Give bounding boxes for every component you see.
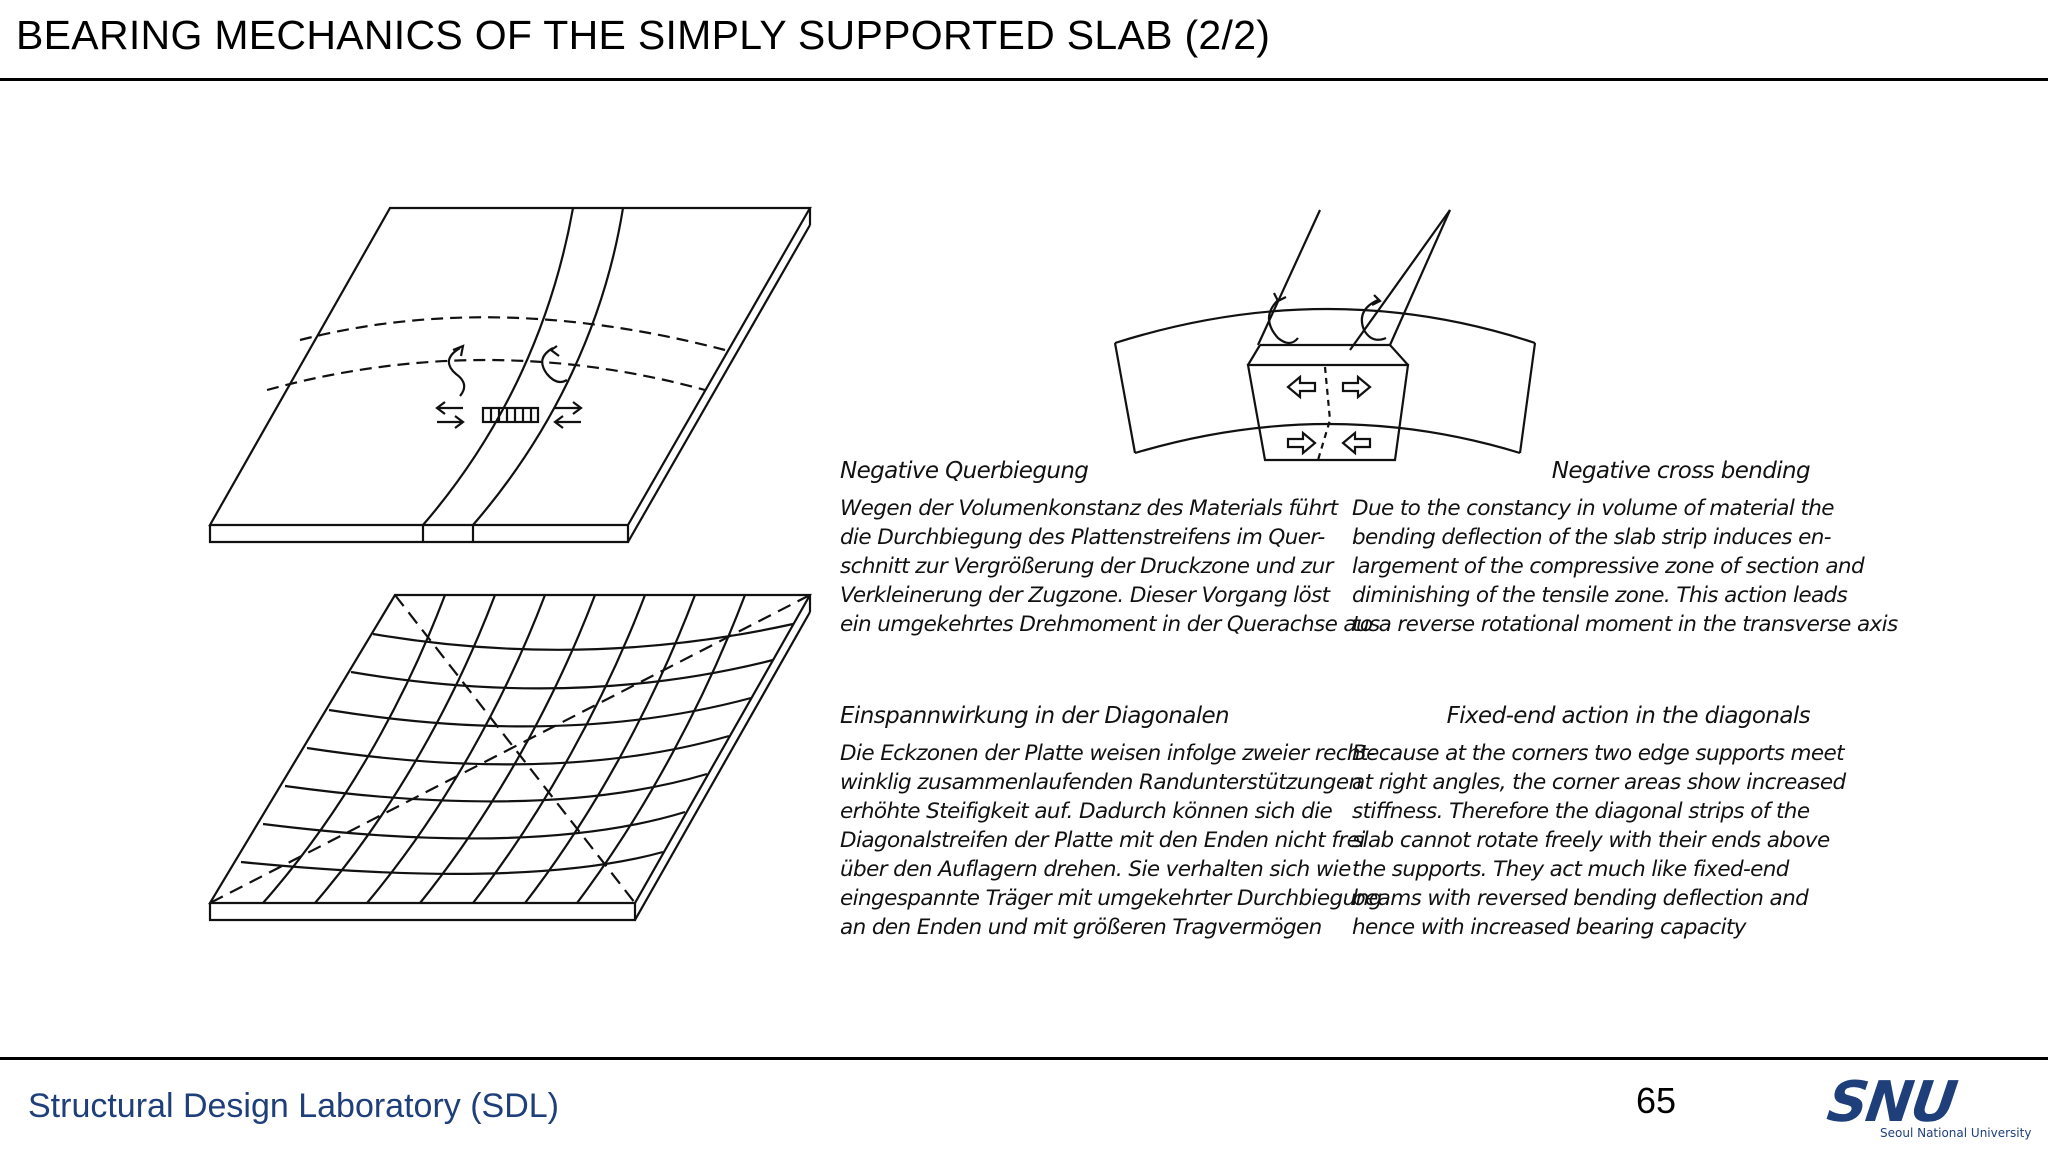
snu-logo-university: Seoul National University xyxy=(1880,1126,2032,1140)
english-cross-bending-heading: Negative cross bending xyxy=(1551,458,1811,484)
text-line: schnitt zur Vergrößerung der Druckzone u… xyxy=(840,554,1333,579)
lab-name: Structural Design Laboratory (SDL) xyxy=(28,1087,560,1125)
text-line: Due to the constancy in volume of materi… xyxy=(1352,496,1835,521)
text-line: diminishing of the tensile zone. This ac… xyxy=(1352,583,1848,608)
text-line: erhöhte Steifigkeit auf. Dadurch können … xyxy=(840,799,1333,824)
english-diagonal-heading: Fixed-end action in the diagonals xyxy=(1446,703,1811,729)
text-line: die Durchbiegung des Plattenstreifens im… xyxy=(840,525,1325,550)
english-cross-bending-text: Negative cross bending Due to the consta… xyxy=(1352,458,1898,639)
text-line: Because at the corners two edge supports… xyxy=(1352,741,1845,766)
text-line: bending deflection of the slab strip ind… xyxy=(1352,525,1832,550)
german-cross-bending-heading: Negative Querbiegung xyxy=(840,458,1089,484)
text-line: at right angles, the corner areas show i… xyxy=(1352,770,1846,795)
german-cross-bending-text: Negative Querbiegung Wegen der Volumenko… xyxy=(840,458,1380,639)
text-line: ein umgekehrtes Drehmoment in der Querac… xyxy=(840,612,1380,637)
grid-slab-diagonal-drawing xyxy=(205,590,825,940)
text-line: hence with increased bearing capacity xyxy=(1352,915,1747,940)
text-line: Die Eckzonen der Platte weisen infolge z… xyxy=(840,741,1376,766)
text-line: slab cannot rotate freely with their end… xyxy=(1352,828,1830,853)
text-line: to a reverse rotational moment in the tr… xyxy=(1352,612,1898,637)
text-line: winklig zusammenlaufenden Randunterstütz… xyxy=(840,770,1362,795)
text-line: beams with reversed bending deflection a… xyxy=(1352,886,1809,911)
slide-title: BEARING MECHANICS OF THE SIMPLY SUPPORTE… xyxy=(16,12,1271,58)
text-line: largement of the compressive zone of sec… xyxy=(1352,554,1865,579)
text-line: Verkleinerung der Zugzone. Dieser Vorgan… xyxy=(840,583,1330,608)
text-line: the supports. They act much like fixed-e… xyxy=(1352,857,1789,882)
text-line: stiffness. Therefore the diagonal strips… xyxy=(1352,799,1810,824)
text-line: an den Enden und mit größeren Tragvermög… xyxy=(840,915,1322,940)
slab-strip-bending-drawing xyxy=(205,200,825,550)
cross-section-rotation-drawing xyxy=(1110,205,1550,465)
footer-divider xyxy=(0,1057,2048,1060)
text-line: eingespannte Träger mit umgekehrter Durc… xyxy=(840,886,1382,911)
page-number: 65 xyxy=(1636,1080,1677,1121)
english-diagonal-text: Fixed-end action in the diagonals Becaus… xyxy=(1352,703,1846,942)
text-line: über den Auflagern drehen. Sie verhalten… xyxy=(840,857,1351,882)
title-divider xyxy=(0,78,2048,81)
snu-logo: SNU Seoul National University xyxy=(1823,1070,2038,1142)
text-line: Wegen der Volumenkonstanz des Materials … xyxy=(840,496,1338,521)
german-diagonal-heading: Einspannwirkung in der Diagonalen xyxy=(840,703,1230,729)
german-diagonal-text: Einspannwirkung in der Diagonalen Die Ec… xyxy=(840,703,1382,942)
text-line: Diagonalstreifen der Platte mit den Ende… xyxy=(840,828,1365,853)
